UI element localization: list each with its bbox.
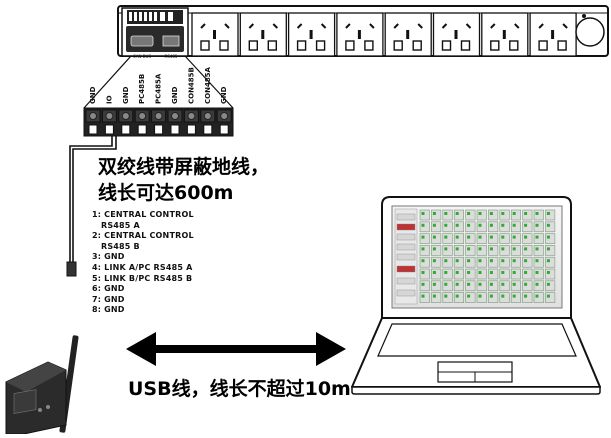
port-label-can: CAN BUS xyxy=(133,54,151,59)
terminal-pin xyxy=(216,109,232,135)
legend-line: RS485 B xyxy=(92,241,140,251)
terminal-pin xyxy=(101,109,117,135)
pin-label: CON485B xyxy=(187,67,195,104)
outlet-icon xyxy=(287,12,336,57)
connection-fan-lines xyxy=(83,55,234,109)
outlet-group xyxy=(191,12,577,57)
terminal-pin xyxy=(134,109,150,135)
pin-label: CON485A xyxy=(204,66,212,104)
pin-label: GND xyxy=(171,86,179,104)
keyboard xyxy=(377,323,577,357)
pin-label: PC485A xyxy=(155,73,163,104)
terminal-pin xyxy=(118,109,134,135)
pin-label: PC485B xyxy=(138,74,146,104)
terminal-pin-labels: GND IO GND PC485B PC485A GND CON485B CON485A GND xyxy=(89,66,228,104)
legend-line: 1: CENTRAL CONTROL xyxy=(92,210,194,219)
terminal-pin xyxy=(200,109,216,135)
laptop xyxy=(351,196,601,395)
usb-double-arrow xyxy=(126,332,346,366)
terminal-pins xyxy=(85,109,232,135)
outlet-icon xyxy=(432,12,481,57)
legend-line: 7: GND xyxy=(92,294,125,304)
legend-line: 8: GND xyxy=(92,305,125,315)
legend-line: 3: GND xyxy=(92,252,125,262)
legend-line: RS485 A xyxy=(92,220,140,230)
terminal-pin xyxy=(85,109,101,135)
legend-line: 2: CENTRAL CONTROL xyxy=(92,231,194,241)
screen-software-grid xyxy=(394,208,556,305)
usb-length-note: USB线，线长不超过10m xyxy=(128,378,351,400)
pin-label: GND xyxy=(220,86,228,104)
shielded-cable xyxy=(66,136,117,277)
shield-cable-note: 双绞线带屏蔽地线， xyxy=(98,156,270,178)
cable-length-note: 线长可达600m xyxy=(98,182,234,204)
pin-label: GND xyxy=(122,86,130,104)
outlet-icon xyxy=(191,12,239,57)
pdu-strip: CAN BUS RS485 xyxy=(117,5,609,59)
outlet-icon xyxy=(336,12,384,57)
outlet-icon xyxy=(384,12,432,57)
pdu-control-module: CAN BUS RS485 xyxy=(121,7,189,59)
power-switch-icon xyxy=(575,17,605,47)
terminal-pin xyxy=(167,109,183,135)
pin-label: GND xyxy=(89,86,97,104)
legend-line: 5: LINK B/PC RS485 B xyxy=(92,273,193,283)
legend-line: 6: GND xyxy=(92,284,125,294)
outlet-icon xyxy=(529,12,577,57)
outlet-icon xyxy=(481,12,529,57)
usb-converter-device xyxy=(5,335,79,435)
legend-line: 4: LINK A/PC RS485 A xyxy=(92,263,193,272)
outlet-icon xyxy=(239,12,287,57)
terminal-block: GND IO GND PC485B PC485A GND CON485B CON485A GND xyxy=(83,66,234,137)
terminal-pin xyxy=(183,109,199,135)
port-label-rs485: RS485 xyxy=(165,54,178,59)
pin-label: IO xyxy=(105,95,113,104)
terminal-pin xyxy=(151,109,167,135)
